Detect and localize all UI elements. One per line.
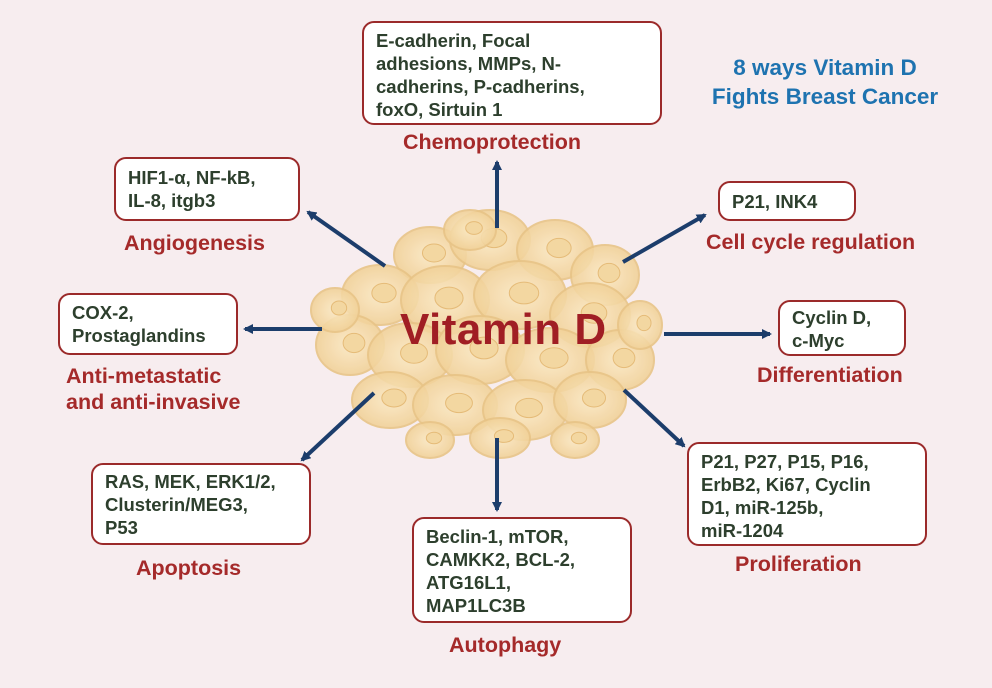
cell-cycle-item: P21, INK4 xyxy=(732,191,818,212)
anti-metastatic-item: Prostaglandins xyxy=(72,325,206,346)
cell-nucleus xyxy=(580,302,608,324)
autophagy-item: MAP1LC3B xyxy=(426,595,526,616)
angiogenesis-item: IL-8, itgb3 xyxy=(128,190,216,211)
chemoprotection-box: E-cadherin, Focal adhesions, MMPs, N- ca… xyxy=(362,21,662,125)
apoptosis-label: Apoptosis xyxy=(136,556,242,580)
arrow-proliferation xyxy=(622,388,686,448)
cell-nucleus xyxy=(434,286,464,310)
cell-nucleus xyxy=(421,243,447,263)
cell-nucleus xyxy=(636,314,652,332)
cell-cycle-box: P21, INK4 xyxy=(718,181,856,221)
autophagy-item: Beclin-1, mTOR, xyxy=(426,526,569,547)
proliferation-item: D1, miR-125b, xyxy=(701,497,824,518)
cell-nucleus xyxy=(493,429,515,443)
chemoprotection-label: Chemoprotection xyxy=(403,130,581,154)
arrow-apoptosis xyxy=(300,391,376,462)
center-title-vitamin-d: Vitamin D xyxy=(400,305,607,354)
autophagy-box: Beclin-1, mTOR, CAMKK2, BCL-2, ATG16L1, … xyxy=(412,517,632,623)
proliferation-item: ErbB2, Ki67, Cyclin xyxy=(701,474,871,495)
angiogenesis-item: HIF1-α, NF-kB, xyxy=(128,167,256,188)
cell-nucleus xyxy=(425,431,443,445)
cell-nucleus xyxy=(581,388,607,408)
cell-nucleus xyxy=(445,392,473,414)
cell-nucleus xyxy=(465,221,483,235)
cell-nucleus xyxy=(469,336,499,360)
cell-nucleus xyxy=(381,388,407,408)
proliferation-item: miR-1204 xyxy=(701,520,784,541)
differentiation-item: Cyclin D, xyxy=(792,307,872,328)
headline-line-1: 8 ways Vitamin D xyxy=(733,55,917,80)
arrows-group xyxy=(243,160,772,512)
proliferation-box: P21, P27, P15, P16, ErbB2, Ki67, Cyclin … xyxy=(687,442,927,546)
cell-nucleus xyxy=(508,281,540,305)
anti-metastatic-box: COX-2, Prostaglandins xyxy=(58,293,238,355)
chemoprotection-item: cadherins, P-cadherins, xyxy=(376,76,585,97)
chemoprotection-item: foxO, Sirtuin 1 xyxy=(376,99,503,120)
cell-nucleus xyxy=(515,397,543,419)
anti-metastatic-label-line: Anti-metastatic xyxy=(66,364,222,388)
angiogenesis-label: Angiogenesis xyxy=(124,231,265,255)
cell-nucleus xyxy=(371,282,397,304)
autophagy-label: Autophagy xyxy=(449,633,562,657)
differentiation-label: Differentiation xyxy=(757,363,903,387)
anti-metastatic-label: Anti-metastatic and anti-invasive xyxy=(66,363,240,415)
cell-nucleus xyxy=(546,237,572,259)
proliferation-label: Proliferation xyxy=(735,552,862,576)
autophagy-item: CAMKK2, BCL-2, xyxy=(426,549,576,570)
cell-cluster-illustration xyxy=(310,209,663,459)
cell-nucleus xyxy=(342,332,366,354)
cell-nucleus xyxy=(400,342,428,364)
anti-metastatic-label-line: and anti-invasive xyxy=(66,390,241,414)
differentiation-box: Cyclin D, c-Myc xyxy=(778,300,906,356)
anti-metastatic-item: COX-2, xyxy=(72,302,134,323)
cell-nucleus xyxy=(570,431,588,445)
cell-nucleus xyxy=(539,347,569,369)
apoptosis-box: RAS, MEK, ERK1/2, Clusterin/MEG3, P53 xyxy=(91,463,311,545)
headline-line-2: Fights Breast Cancer xyxy=(711,84,939,109)
cell-nucleus xyxy=(330,300,348,316)
arrow-angiogenesis xyxy=(306,210,387,268)
differentiation-item: c-Myc xyxy=(792,330,845,351)
proliferation-item: P21, P27, P15, P16, xyxy=(701,451,869,472)
cell-nucleus xyxy=(612,347,636,369)
angiogenesis-box: HIF1-α, NF-kB, IL-8, itgb3 xyxy=(114,157,300,221)
chemoprotection-item: adhesions, MMPs, N- xyxy=(376,53,562,74)
apoptosis-item: Clusterin/MEG3, xyxy=(105,494,248,515)
arrow-cell-cycle xyxy=(622,213,707,264)
chemoprotection-item: E-cadherin, Focal xyxy=(376,30,531,51)
cell-cycle-label: Cell cycle regulation xyxy=(706,230,916,254)
headline: 8 ways Vitamin D Fights Breast Cancer xyxy=(675,53,975,111)
autophagy-item: ATG16L1, xyxy=(426,572,511,593)
cell-nucleus xyxy=(597,262,621,284)
apoptosis-item: P53 xyxy=(105,517,138,538)
apoptosis-item: RAS, MEK, ERK1/2, xyxy=(105,471,276,492)
